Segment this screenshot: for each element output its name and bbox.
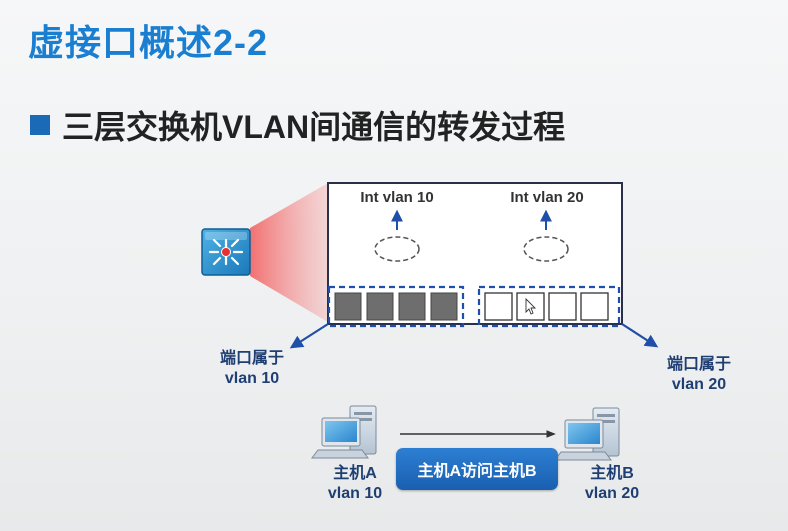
host-b-label: 主机B vlan 20 xyxy=(572,464,652,504)
vlan20-ports xyxy=(484,292,609,321)
slide-title: 虚接口概述2-2 xyxy=(28,22,269,63)
host-name: 主机B xyxy=(590,465,634,482)
port xyxy=(430,292,458,321)
host-name: 主机A xyxy=(333,465,377,482)
vlan10-port-label: 端口属于 vlan 10 xyxy=(202,349,302,389)
bullet-square-icon xyxy=(30,115,50,135)
host-vlan: vlan 20 xyxy=(584,485,640,502)
vlan20-port-label: 端口属于 vlan 20 xyxy=(649,355,749,395)
int-vlan-10-oval xyxy=(374,236,420,262)
port xyxy=(484,292,513,321)
bullet-point: 三层交换机VLAN间通信的转发过程 xyxy=(30,102,565,148)
host-vlan: vlan 10 xyxy=(327,485,383,502)
host-a-label: 主机A vlan 10 xyxy=(315,464,395,504)
port xyxy=(398,292,426,321)
bullet-text: 三层交换机VLAN间通信的转发过程 xyxy=(62,109,566,145)
port-label-line2: vlan 10 xyxy=(224,370,280,387)
vlan20-port-arrow xyxy=(621,323,659,348)
int-vlan-20-label: Int vlan 20 xyxy=(510,189,584,206)
vlan10-port-arrow xyxy=(289,323,329,349)
port-group-vlan10 xyxy=(327,285,465,328)
cursor-icon xyxy=(525,297,537,315)
zoom-wedge xyxy=(250,183,328,322)
port xyxy=(334,292,362,321)
port-label-line1: 端口属于 xyxy=(666,356,731,373)
int-vlan-10-label: Int vlan 10 xyxy=(360,189,434,206)
host-a-access-host-b-button[interactable]: 主机A访问主机B xyxy=(396,448,558,490)
port-label-line1: 端口属于 xyxy=(219,350,284,367)
vlan10-ports xyxy=(334,292,458,321)
int-vlan-20-oval xyxy=(523,236,569,262)
port xyxy=(366,292,394,321)
computer-icon xyxy=(311,405,377,459)
port xyxy=(580,292,609,321)
port-group-vlan20 xyxy=(477,285,621,328)
computer-icon xyxy=(554,407,620,461)
port xyxy=(548,292,577,321)
port-label-line2: vlan 20 xyxy=(671,376,727,393)
l3-switch-icon xyxy=(201,228,251,276)
